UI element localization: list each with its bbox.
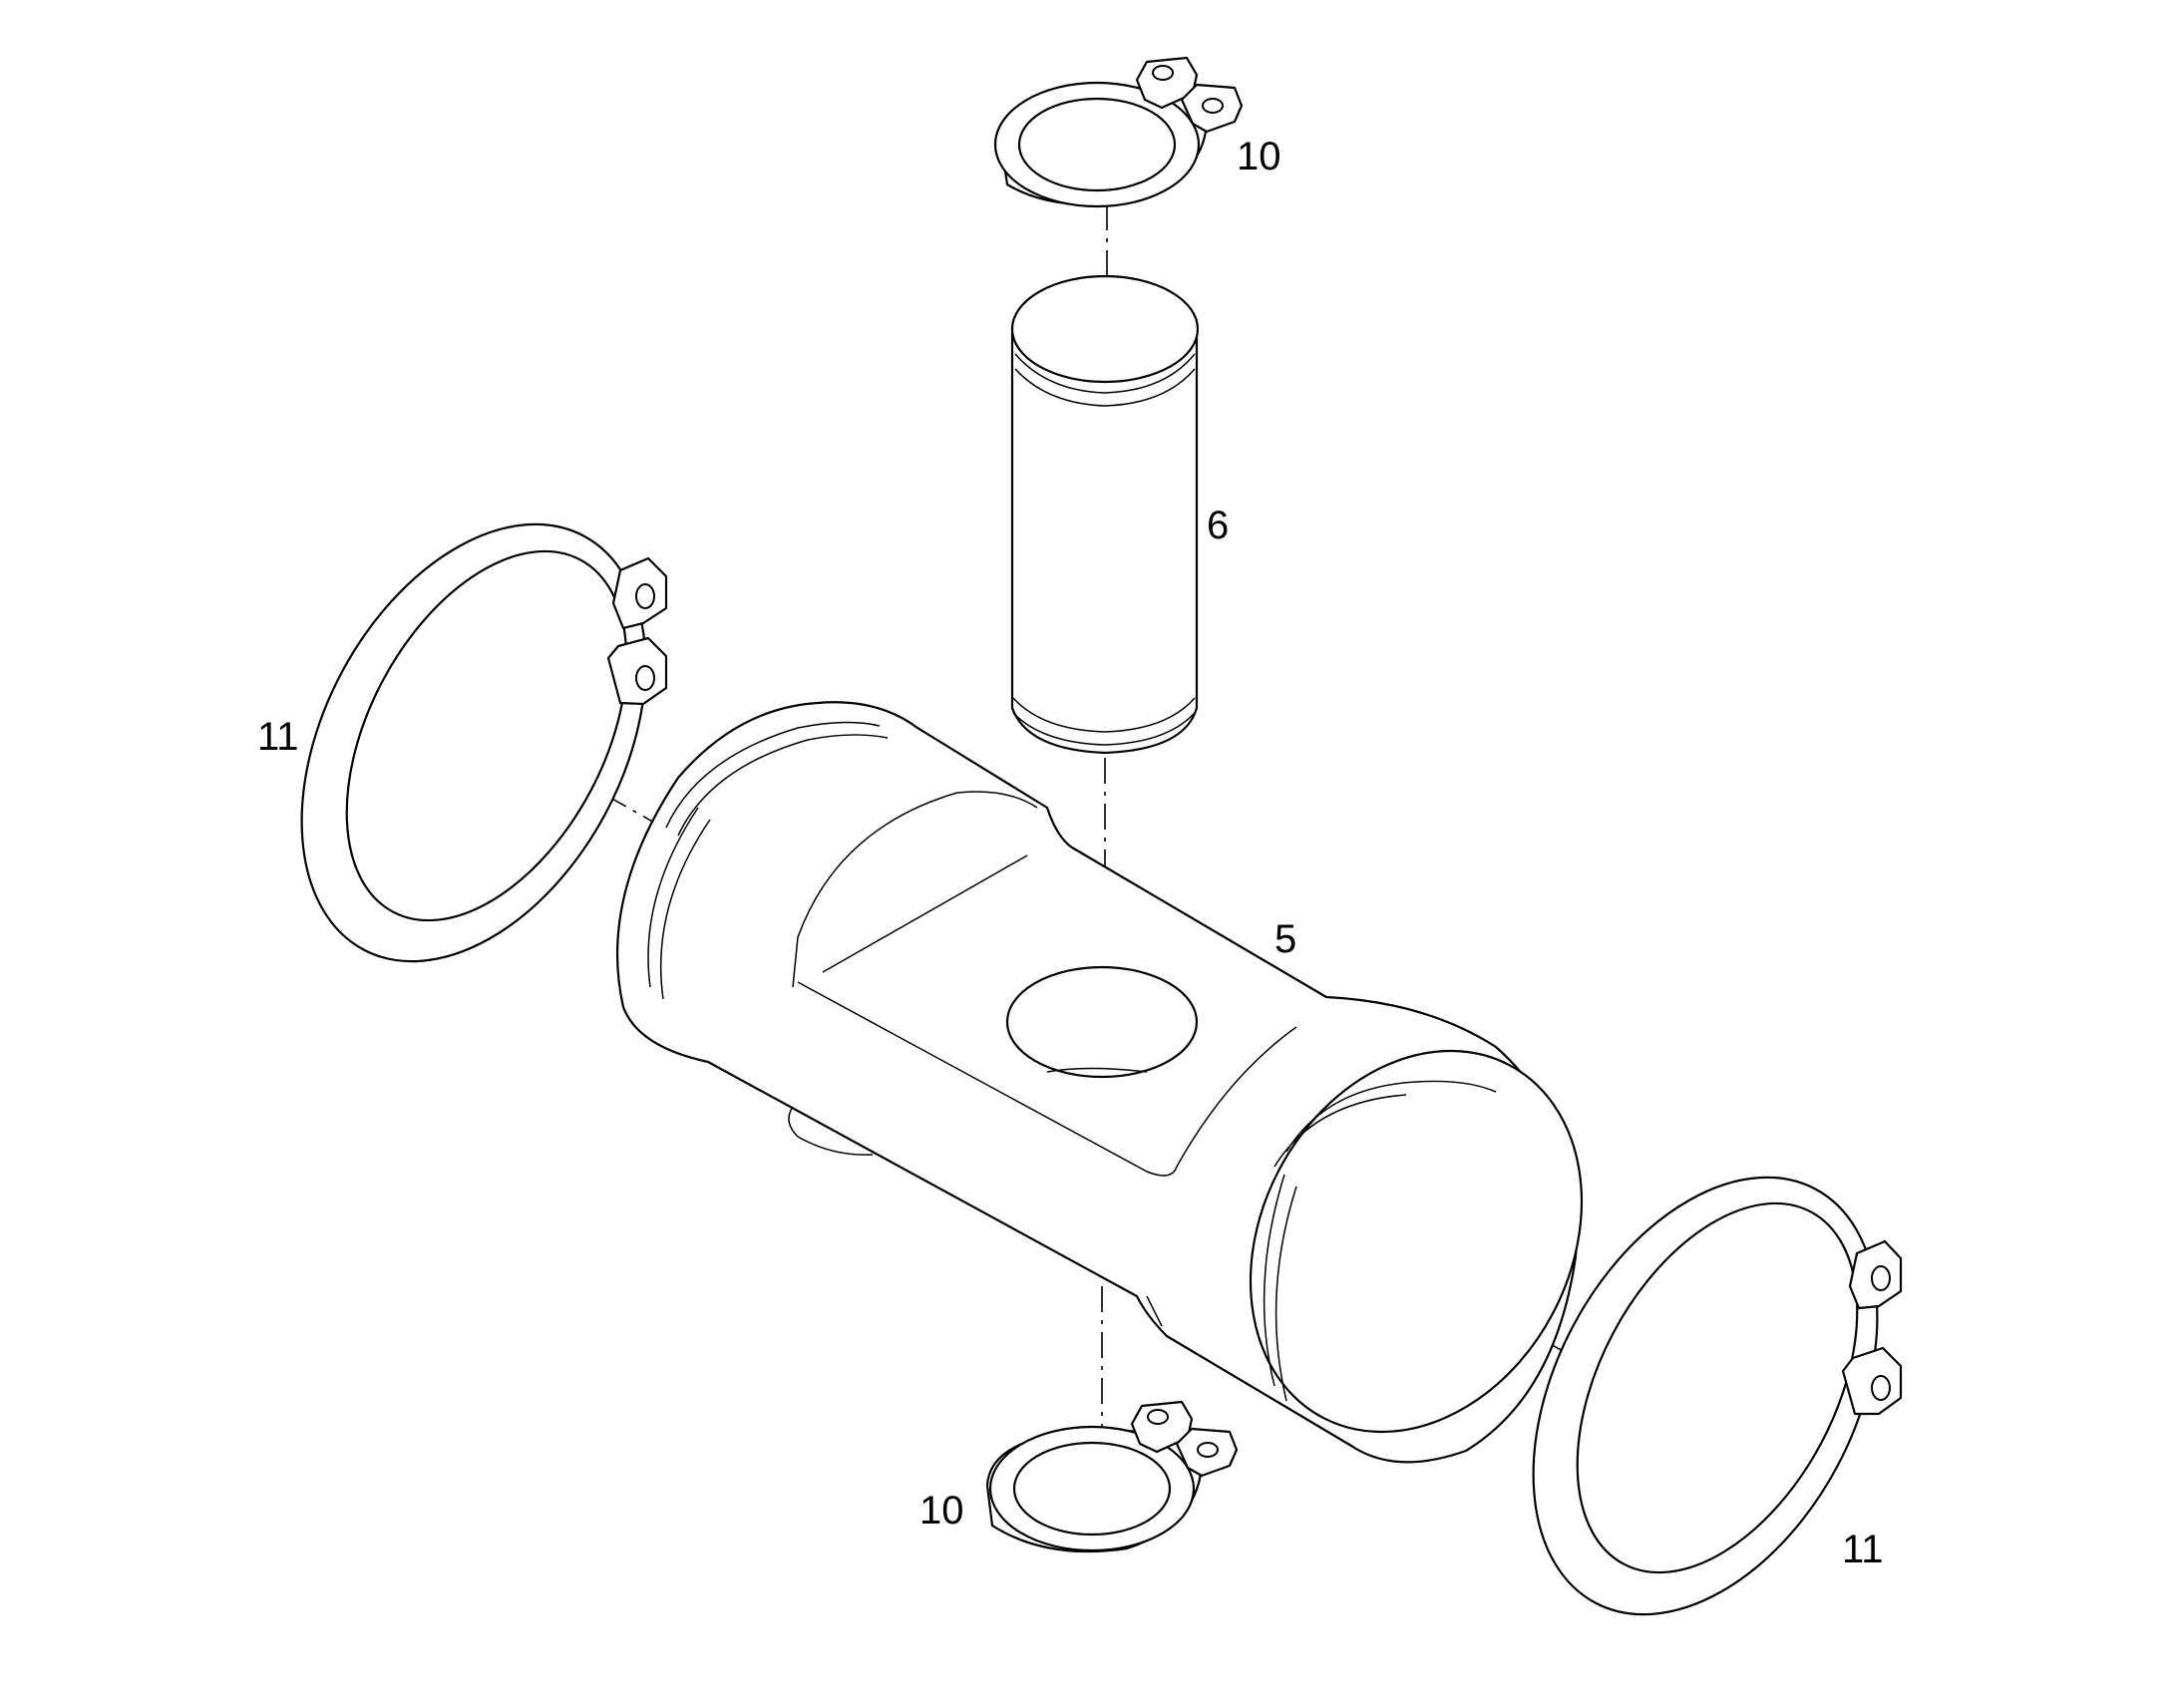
callout-ring-bottom: 10 — [919, 1489, 964, 1533]
retaining-ring-top — [993, 56, 1244, 208]
callout-ring-top: 10 — [1237, 135, 1281, 178]
retaining-ring-right — [1532, 1176, 1903, 1616]
retaining-ring-bottom — [985, 1400, 1239, 1553]
callout-ring-right: 11 — [1842, 1528, 1884, 1571]
callout-pin: 6 — [1207, 504, 1229, 547]
main-body — [615, 701, 1584, 1464]
callout-ring-left: 11 — [257, 715, 299, 759]
retaining-ring-left — [300, 522, 668, 963]
pin — [1010, 274, 1200, 755]
callout-body: 5 — [1274, 917, 1296, 961]
callout-labels: 10 6 5 11 10 11 — [257, 135, 1884, 1571]
